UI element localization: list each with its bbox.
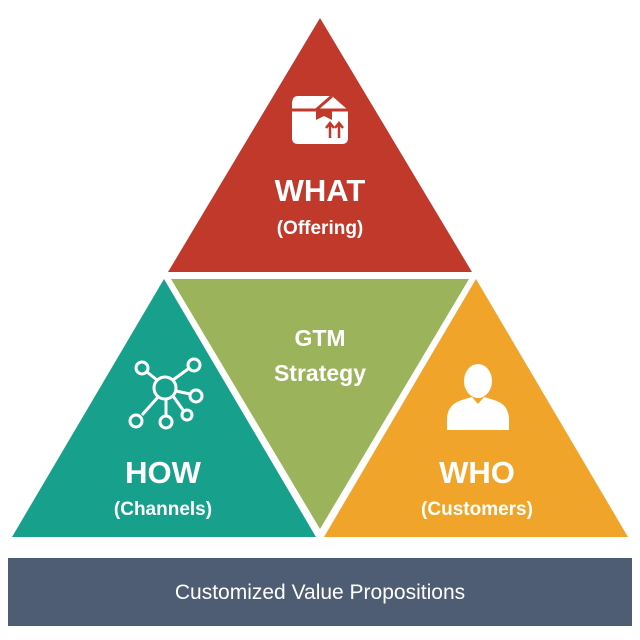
how-subtitle: (Channels) [114,499,212,520]
what-subtitle: (Offering) [277,218,364,239]
box-icon [292,94,348,144]
what-title: WHAT [275,173,366,208]
how-segment: HOW (Channels) [12,279,316,537]
how-triangle [12,279,316,537]
gtm-line2: Strategy [274,360,366,386]
who-segment: WHO (Customers) [324,279,628,537]
who-title: WHO [439,455,515,490]
person-icon [447,364,509,430]
gtm-segment: GTM Strategy [171,279,469,529]
what-segment: WHAT (Offering) [168,18,472,272]
value-propositions-band: Customized Value Propositions [8,558,632,626]
gtm-triangle [171,279,469,529]
base-bar [8,558,632,626]
base-label: Customized Value Propositions [175,581,465,604]
what-triangle [168,18,472,272]
network-icon [128,357,204,430]
how-title: HOW [125,455,202,490]
gtm-line1: GTM [294,325,345,351]
who-subtitle: (Customers) [421,499,533,520]
